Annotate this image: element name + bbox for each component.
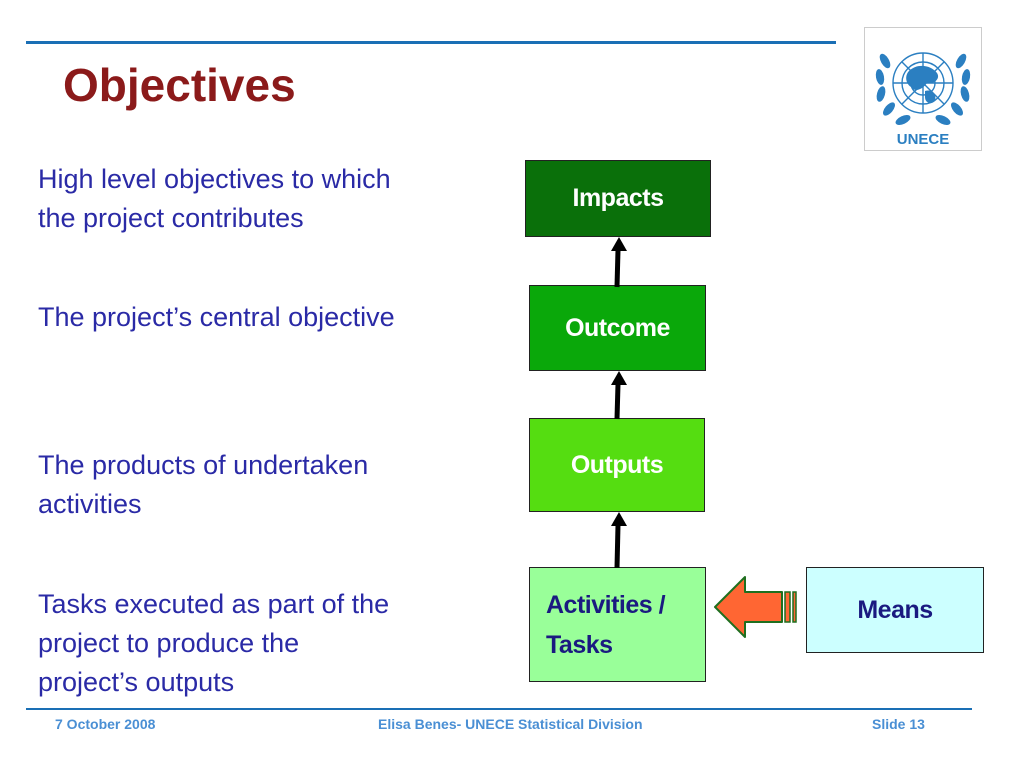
footer-author: Elisa Benes- UNECE Statistical Division: [378, 716, 643, 732]
impacts-description: High level objectives to which the proje…: [38, 160, 508, 238]
description-line: project’s outputs: [38, 667, 235, 697]
description-line: project to produce the: [38, 628, 300, 658]
slide-title: Objectives: [63, 59, 296, 111]
description-line: the project contributes: [38, 203, 304, 233]
outputs-description: The products of undertaken activities: [38, 446, 508, 524]
impacts-label: Impacts: [572, 184, 664, 212]
outputs-box: Outputs: [529, 418, 705, 512]
activities-label-line: Activities /: [546, 590, 666, 619]
top-divider: [26, 41, 836, 44]
activities-label-line: Tasks: [546, 630, 613, 659]
up-arrow-outcome-to-impacts: [611, 237, 627, 288]
block-arrow-means-to-activities: [714, 576, 797, 638]
means-label: Means: [857, 595, 933, 624]
description-line: activities: [38, 489, 142, 519]
footer-divider: [26, 708, 972, 710]
footer-date: 7 October 2008: [55, 716, 156, 732]
outputs-label: Outputs: [570, 450, 664, 479]
unece-logo: UNECE: [864, 27, 982, 151]
up-arrow-activities-to-outputs: [611, 512, 627, 569]
up-arrow-outputs-to-outcome: [611, 371, 627, 420]
footer-slide-number: Slide 13: [872, 716, 925, 732]
activities-description: Tasks executed as part of the project to…: [38, 585, 508, 702]
outcome-box: Outcome: [529, 285, 706, 371]
outcome-label: Outcome: [565, 313, 670, 342]
means-box: Means: [806, 567, 984, 653]
outcome-description: The project’s central objective: [38, 298, 508, 337]
description-line: The products of undertaken: [38, 450, 369, 480]
description-line: High level objectives to which: [38, 164, 391, 194]
description-line: The project’s central objective: [38, 302, 395, 332]
description-line: Tasks executed as part of the: [38, 589, 390, 619]
activities-box: Activities / Tasks: [529, 567, 706, 682]
logo-label: UNECE: [897, 131, 950, 148]
impacts-box: Impacts: [525, 160, 711, 237]
